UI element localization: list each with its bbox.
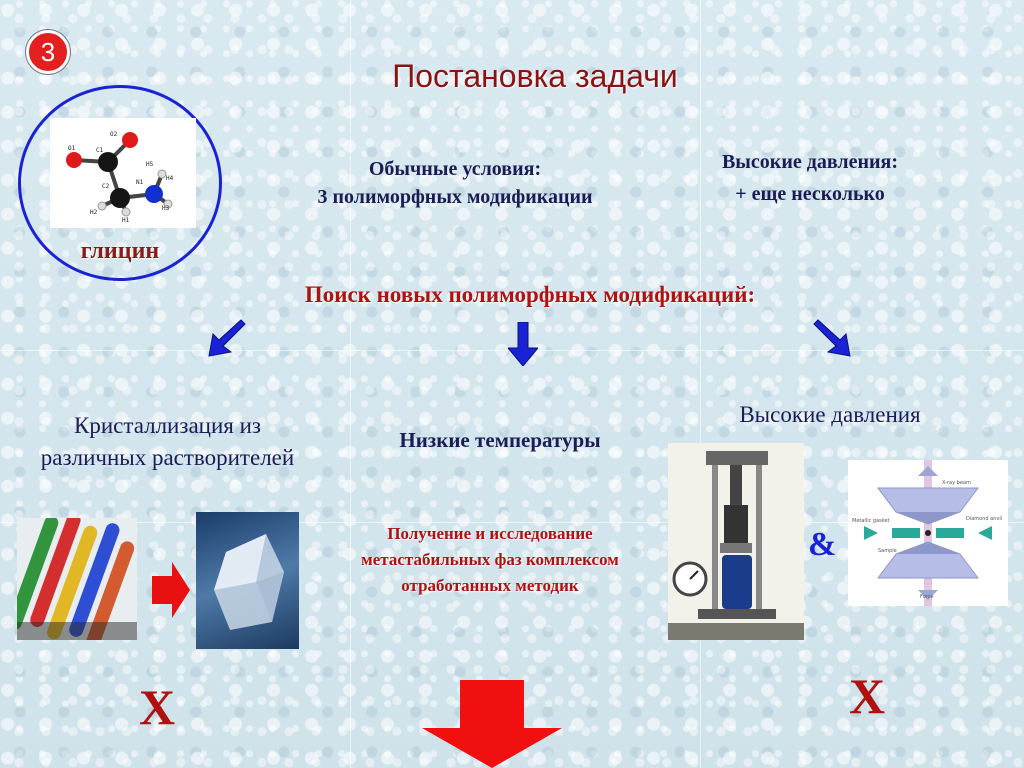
atom-label: C2: [102, 183, 110, 190]
high-pressure-summary-line2: + еще несколько: [735, 183, 885, 205]
diamond-anvil-diagram: X-ray beam Metallic gasket Diamond anvil…: [848, 460, 1008, 606]
atom-label: H5: [146, 161, 154, 168]
glycine-label: глицин: [80, 238, 160, 264]
diagram-label-force: Force: [920, 594, 934, 600]
grid-line: [350, 0, 351, 768]
arrow-down-icon: [508, 322, 538, 366]
diagram-label-anvil: Diamond anvil: [966, 516, 1002, 522]
atom-label: O2: [110, 131, 118, 138]
crystallization-label: Кристаллизация из различных растворителе…: [0, 410, 335, 474]
hydraulic-press-image: [668, 443, 804, 640]
atom-label: O1: [68, 145, 76, 152]
normal-conditions-text: Обычные условия: 3 полиморфных модификац…: [250, 155, 660, 211]
low-temperature-label: Низкие температуры: [399, 428, 601, 452]
atom-label: H1: [122, 217, 130, 224]
crystal-image: [196, 512, 299, 649]
search-heading: Поиск новых полиморфных модификаций:: [304, 282, 756, 307]
grid-line: [700, 0, 701, 768]
high-pressure-summary: Высокие давления: + еще несколько: [680, 146, 940, 210]
slide-title: Постановка задачи: [392, 58, 678, 94]
glycine-circle: [18, 85, 222, 281]
methods-line1: Получение и исследование: [387, 524, 593, 543]
crystallization-line2: различных растворителей: [40, 445, 295, 470]
high-pressure-summary-line1: Высокие давления:: [721, 151, 899, 173]
atom-label: H2: [90, 209, 98, 216]
normal-conditions-line1: Обычные условия:: [368, 158, 542, 180]
methods-line3: отработанных методик: [401, 576, 579, 595]
methods-text: Получение и исследование метастабильных …: [310, 521, 670, 599]
high-pressure-result-cross: Х: [848, 668, 886, 724]
big-arrow-down-icon: [422, 680, 562, 768]
methods-line2: метастабильных фаз комплексом: [361, 550, 619, 569]
grid-line: [0, 522, 1024, 523]
crystallization-line1: Кристаллизация из: [74, 413, 261, 438]
arrow-right-icon: [152, 562, 190, 618]
normal-conditions-line2: 3 полиморфных модификации: [317, 186, 593, 208]
arrow-down-right-icon: [813, 319, 851, 357]
atom-label: H3: [162, 205, 170, 212]
arrow-down-left-icon: [208, 319, 246, 357]
glycine-molecule-image: O1 O2 C1 C2 H5 H4 N1 H3 H2 H1: [50, 118, 196, 228]
diagram-label-gasket: Metallic gasket: [852, 518, 890, 524]
diagram-label-sample: Sample: [878, 548, 897, 554]
atom-label: N1: [136, 179, 144, 186]
high-pressure-label: Высокие давления: [739, 402, 921, 427]
diagram-label-xray: X-ray beam: [942, 480, 971, 486]
ampersand-connector: &: [808, 526, 837, 563]
atom-label: C1: [96, 147, 104, 154]
test-tubes-image: [17, 518, 137, 640]
crystallization-result-cross: Х: [138, 679, 176, 735]
atom-label: H4: [166, 175, 174, 182]
slide-number-badge: 3: [26, 30, 70, 74]
